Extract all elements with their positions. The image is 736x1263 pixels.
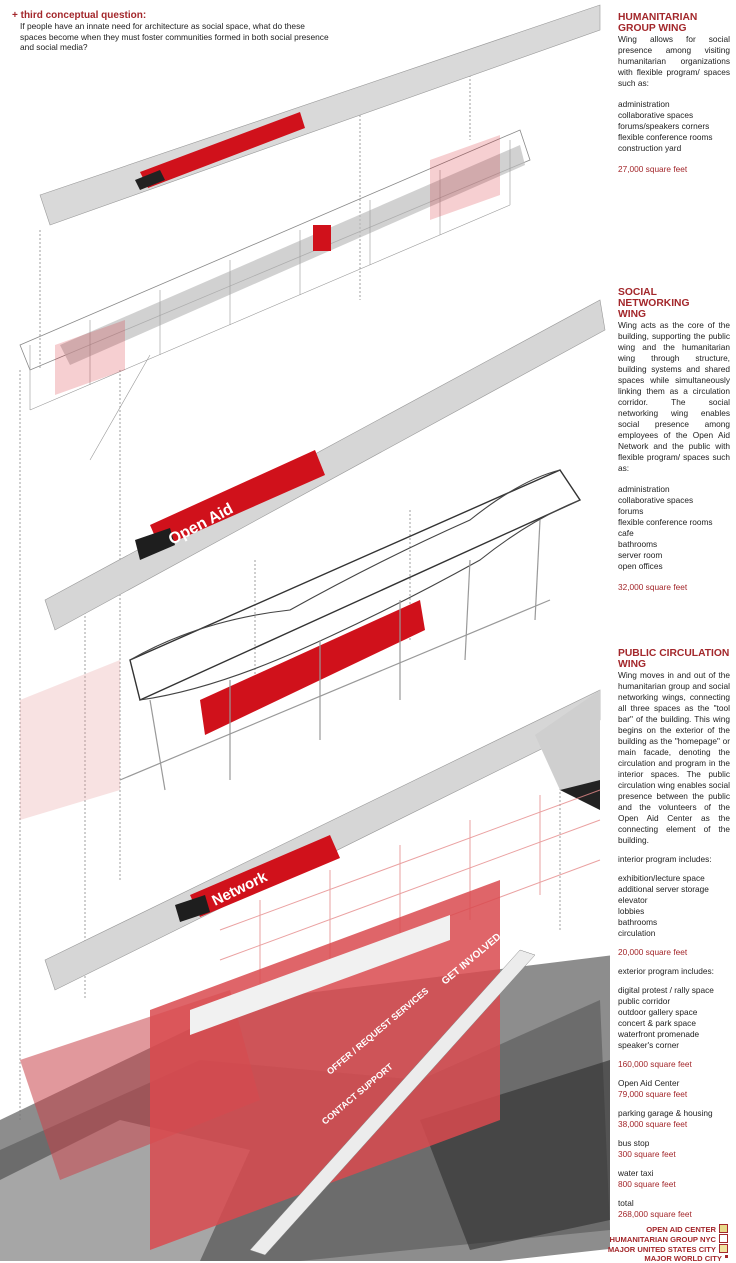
- section-title: PUBLIC CIRCULATION WING: [618, 648, 730, 670]
- list-item: forums: [618, 506, 644, 516]
- list-item: digital protest / rally space: [618, 985, 714, 995]
- question-text: If people have an innate need for archit…: [20, 21, 329, 52]
- list-item: outdoor gallery space: [618, 1007, 698, 1017]
- interior-list: exhibition/lecture space additional serv…: [618, 873, 730, 939]
- red-roof-panel: [140, 112, 305, 188]
- legend-label: MAJOR UNITED STATES CITY: [607, 1245, 716, 1254]
- total-label: total: [618, 1198, 634, 1208]
- list-item: flexible conference rooms: [618, 132, 713, 142]
- list-item: cafe: [618, 528, 634, 538]
- area: 160,000 square feet: [618, 1059, 692, 1069]
- list-item: collaborative spaces: [618, 110, 694, 120]
- area: 32,000 square feet: [618, 582, 688, 592]
- totals: Open Aid Center 79,000 square feet parki…: [618, 1078, 730, 1220]
- legend-item: MAJOR WORLD CITY: [608, 1254, 728, 1263]
- list-item: circulation: [618, 928, 656, 938]
- total-label: parking garage & housing: [618, 1108, 713, 1118]
- projection-lines: [19, 55, 561, 1120]
- total-area: 800 square feet: [618, 1179, 676, 1189]
- list-item: lobbies: [618, 906, 645, 916]
- humanitarian-wing-layer: [19, 4, 601, 461]
- legend-item: OPEN AID CENTER: [608, 1224, 728, 1234]
- list-item: server room: [618, 550, 663, 560]
- total-area: 300 square feet: [618, 1149, 676, 1159]
- interior-heading: interior program includes:: [618, 854, 712, 864]
- total-area: 38,000 square feet: [618, 1119, 688, 1129]
- legend-swatch-icon: [719, 1244, 728, 1253]
- list-item: concert & park space: [618, 1018, 696, 1028]
- exploded-axonometric-diagram: Open Aid Network GET INVOLVED: [0, 4, 610, 1261]
- legend-label: HUMANITARIAN GROUP NYC: [609, 1235, 716, 1244]
- list-item: waterfront promenade: [618, 1029, 700, 1039]
- section-title: HUMANITARIAN GROUP WING: [618, 12, 698, 34]
- legend-item: HUMANITARIAN GROUP NYC: [608, 1234, 728, 1244]
- total-area: 268,000 square feet: [618, 1209, 692, 1219]
- exterior-list: digital protest / rally space public cor…: [618, 985, 730, 1051]
- section-body: Wing acts as the core of the building, s…: [618, 320, 730, 473]
- total-label: bus stop: [618, 1138, 650, 1148]
- legend-label: MAJOR WORLD CITY: [644, 1254, 722, 1263]
- legend-label: OPEN AID CENTER: [646, 1225, 716, 1234]
- list-item: administration: [618, 484, 670, 494]
- question-heading: + third conceptual question:: [12, 10, 147, 21]
- list-item: bathrooms: [618, 539, 658, 549]
- area: 20,000 square feet: [618, 947, 688, 957]
- list-item: construction yard: [618, 143, 682, 153]
- red-core-volume: [200, 600, 425, 735]
- program-list: administration collaborative spaces foru…: [618, 484, 730, 572]
- legend-dot-icon: [725, 1255, 728, 1258]
- section-body: Wing moves in and out of the humanitaria…: [618, 670, 730, 845]
- total-label: Open Aid Center: [618, 1078, 680, 1088]
- section-body: Wing allows for social presence among vi…: [618, 34, 730, 88]
- exterior-stair: [249, 949, 536, 1256]
- section-public-circulation: PUBLIC CIRCULATION WING Wing moves in an…: [618, 648, 730, 1070]
- exterior-heading: exterior program includes:: [618, 966, 714, 976]
- legend-swatch-icon: [719, 1224, 728, 1233]
- red-facade: [150, 880, 500, 1250]
- section-humanitarian: HUMANITARIAN GROUP WING Wing allows for …: [618, 12, 730, 287]
- list-item: forums/speakers corners: [618, 121, 710, 131]
- legend-item: MAJOR UNITED STATES CITY: [608, 1244, 728, 1254]
- section-social-networking: SOCIAL NETWORKING WING Wing acts as the …: [618, 287, 730, 648]
- total-label: water taxi: [618, 1168, 654, 1178]
- list-item: administration: [618, 99, 670, 109]
- list-item: public corridor: [618, 996, 671, 1006]
- social-networking-wing-layer: Open Aid: [20, 299, 606, 820]
- list-item: speaker's corner: [618, 1040, 680, 1050]
- list-item: collaborative spaces: [618, 495, 694, 505]
- program-list: administration collaborative spaces foru…: [618, 99, 730, 154]
- legend-swatch-icon: [719, 1234, 728, 1243]
- program-column: HUMANITARIAN GROUP WING Wing allows for …: [618, 12, 730, 1220]
- section-title: SOCIAL NETWORKING WING: [618, 287, 690, 320]
- list-item: additional server storage: [618, 884, 709, 894]
- red-roof-panel-network: [190, 835, 340, 917]
- list-item: elevator: [618, 895, 648, 905]
- list-item: bathrooms: [618, 917, 658, 927]
- public-circulation-wing-layer: Network GET INVOLVED OFFER / REQUEST SER…: [44, 689, 601, 1256]
- list-item: open offices: [618, 561, 663, 571]
- conceptual-question: + third conceptual question: If people h…: [12, 10, 332, 53]
- area: 27,000 square feet: [618, 164, 688, 174]
- list-item: exhibition/lecture space: [618, 873, 705, 883]
- red-roof-panel-open-aid: [150, 450, 325, 548]
- map-legend: OPEN AID CENTER HUMANITARIAN GROUP NYC M…: [608, 1224, 728, 1263]
- total-area: 79,000 square feet: [618, 1089, 688, 1099]
- list-item: flexible conference rooms: [618, 517, 713, 527]
